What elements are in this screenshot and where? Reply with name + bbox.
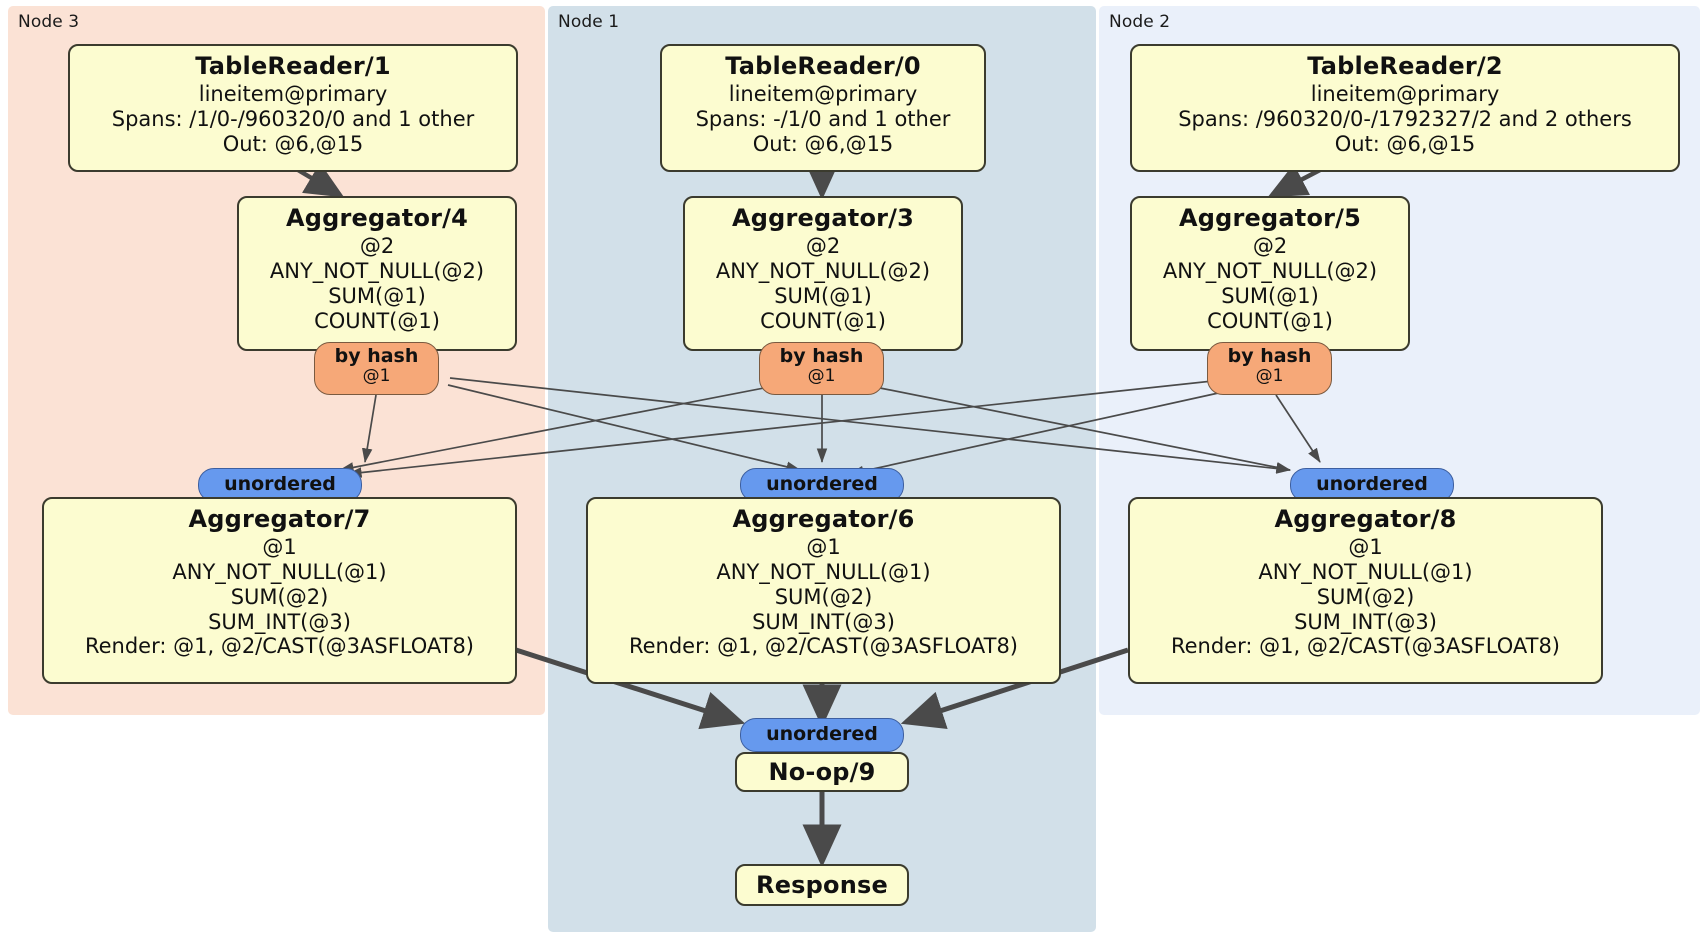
- processor-line: SUM(@1): [774, 283, 872, 308]
- processor-line: SUM_INT(@3): [208, 609, 351, 634]
- processor-aggregator-7[interactable]: Aggregator/7 @1 ANY_NOT_NULL(@1) SUM(@2)…: [42, 497, 517, 684]
- stream-badge-unordered-center[interactable]: unordered: [740, 468, 904, 502]
- stream-badge-by-hash-center[interactable]: by hash @1: [759, 342, 884, 395]
- processor-aggregator-8[interactable]: Aggregator/8 @1 ANY_NOT_NULL(@1) SUM(@2)…: [1128, 497, 1603, 684]
- processor-line: @2: [359, 233, 395, 258]
- processor-title: Response: [756, 870, 888, 899]
- processor-response[interactable]: Response: [735, 864, 909, 906]
- processor-line: ANY_NOT_NULL(@1): [1258, 559, 1473, 584]
- processor-line: SUM_INT(@3): [1294, 609, 1437, 634]
- processor-title: TableReader/1: [195, 52, 391, 80]
- processor-title: Aggregator/4: [285, 204, 469, 232]
- processor-line: lineitem@primary: [728, 81, 918, 106]
- processor-title: No-op/9: [768, 757, 876, 786]
- processor-line: COUNT(@1): [760, 308, 886, 333]
- processor-noop-9[interactable]: No-op/9: [735, 752, 909, 792]
- processor-table-reader-2[interactable]: TableReader/2 lineitem@primary Spans: /9…: [1130, 44, 1680, 172]
- badge-label: unordered: [766, 473, 878, 496]
- processor-line: @2: [1252, 233, 1288, 258]
- processor-line: SUM(@1): [1221, 283, 1319, 308]
- processor-line: Spans: /960320/0-/1792327/2 and 2 others: [1178, 106, 1632, 131]
- processor-line: SUM(@1): [328, 283, 426, 308]
- stream-badge-unordered-final[interactable]: unordered: [740, 718, 904, 752]
- stream-badge-unordered-left[interactable]: unordered: [198, 468, 362, 502]
- processor-aggregator-4[interactable]: Aggregator/4 @2 ANY_NOT_NULL(@2) SUM(@1)…: [237, 196, 517, 351]
- processor-title: Aggregator/8: [1274, 505, 1457, 533]
- processor-table-reader-0[interactable]: TableReader/0 lineitem@primary Spans: -/…: [660, 44, 986, 172]
- processor-line: @1: [262, 534, 297, 559]
- stream-badge-by-hash-right[interactable]: by hash @1: [1207, 342, 1332, 395]
- processor-line: COUNT(@1): [1207, 308, 1333, 333]
- node-panel-label-node2: Node 2: [1109, 12, 1171, 32]
- processor-line: @1: [1348, 534, 1383, 559]
- processor-line: SUM(@2): [230, 584, 329, 609]
- processor-line: Render: @1, @2/CAST(@3ASFLOAT8): [84, 634, 475, 659]
- processor-title: Aggregator/6: [732, 505, 915, 533]
- processor-line: lineitem@primary: [198, 81, 388, 106]
- node-panel-label-node1: Node 1: [558, 12, 620, 32]
- processor-line: SUM(@2): [1316, 584, 1415, 609]
- processor-line: COUNT(@1): [314, 308, 440, 333]
- badge-sublabel: @1: [1255, 366, 1284, 387]
- processor-title: Aggregator/5: [1178, 204, 1362, 232]
- processor-aggregator-3[interactable]: Aggregator/3 @2 ANY_NOT_NULL(@2) SUM(@1)…: [683, 196, 963, 351]
- processor-line: @2: [805, 233, 841, 258]
- processor-aggregator-5[interactable]: Aggregator/5 @2 ANY_NOT_NULL(@2) SUM(@1)…: [1130, 196, 1410, 351]
- stream-badge-by-hash-left[interactable]: by hash @1: [314, 342, 439, 395]
- node-panel-label-node3: Node 3: [18, 12, 80, 32]
- badge-label: unordered: [224, 473, 336, 496]
- processor-table-reader-1[interactable]: TableReader/1 lineitem@primary Spans: /1…: [68, 44, 518, 172]
- processor-line: @1: [806, 534, 841, 559]
- processor-line: Render: @1, @2/CAST(@3ASFLOAT8): [628, 634, 1019, 659]
- processor-line: ANY_NOT_NULL(@2): [715, 258, 931, 283]
- processor-line: ANY_NOT_NULL(@1): [716, 559, 931, 584]
- processor-line: Spans: -/1/0 and 1 other: [695, 106, 951, 131]
- processor-line: ANY_NOT_NULL(@1): [172, 559, 387, 584]
- stream-badge-unordered-right[interactable]: unordered: [1290, 468, 1454, 502]
- processor-title: Aggregator/3: [731, 204, 915, 232]
- badge-sublabel: @1: [807, 366, 836, 387]
- processor-aggregator-6[interactable]: Aggregator/6 @1 ANY_NOT_NULL(@1) SUM(@2)…: [586, 497, 1061, 684]
- processor-line: Out: @6,@15: [1334, 131, 1476, 156]
- processor-title: TableReader/0: [725, 52, 921, 80]
- badge-label: by hash: [334, 345, 419, 367]
- badge-label: by hash: [1227, 345, 1312, 367]
- badge-label: unordered: [1316, 473, 1428, 496]
- badge-sublabel: @1: [362, 366, 391, 387]
- processor-line: ANY_NOT_NULL(@2): [1162, 258, 1378, 283]
- processor-line: Spans: /1/0-/960320/0 and 1 other: [111, 106, 475, 131]
- processor-title: Aggregator/7: [188, 505, 371, 533]
- processor-line: lineitem@primary: [1310, 81, 1500, 106]
- processor-line: Out: @6,@15: [752, 131, 894, 156]
- processor-line: Render: @1, @2/CAST(@3ASFLOAT8): [1170, 634, 1561, 659]
- processor-line: SUM(@2): [774, 584, 873, 609]
- processor-title: TableReader/2: [1307, 52, 1503, 80]
- badge-label: by hash: [779, 345, 864, 367]
- processor-line: Out: @6,@15: [222, 131, 364, 156]
- processor-line: ANY_NOT_NULL(@2): [269, 258, 485, 283]
- badge-label: unordered: [766, 723, 878, 746]
- processor-line: SUM_INT(@3): [752, 609, 895, 634]
